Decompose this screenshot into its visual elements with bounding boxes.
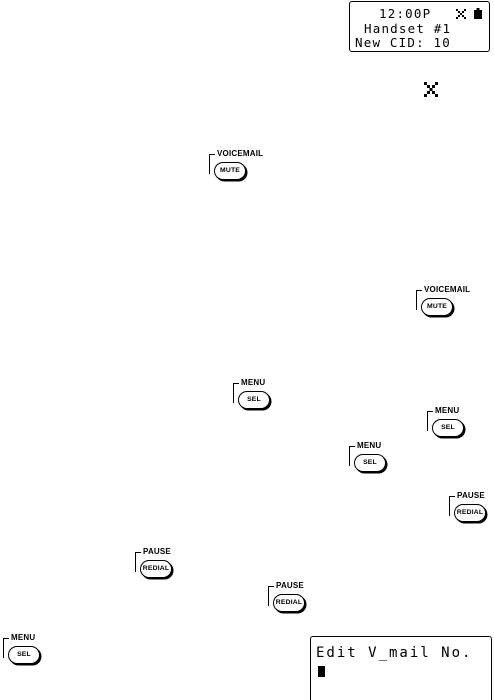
redial-key: PAUSE REDIAL (268, 582, 328, 624)
lcd-display-status: 12:00P Handset #1 New CID: 10 (349, 1, 490, 52)
sel-button: SEL (238, 391, 270, 409)
sel-button: SEL (8, 646, 40, 664)
key-label-menu: MENU (435, 406, 460, 415)
sel-key: MENU SEL (233, 379, 293, 421)
redial-button: REDIAL (454, 504, 486, 522)
key-label-menu: MENU (11, 633, 36, 642)
key-label-pause: PAUSE (143, 547, 171, 556)
mute-key: VOICEMAIL MUTE (209, 150, 269, 192)
display-handset: Handset #1 (364, 21, 452, 36)
voicemail-indicator-icon (424, 82, 438, 97)
redial-button: REDIAL (140, 560, 172, 578)
mute-button: MUTE (421, 298, 453, 316)
key-label-voicemail: VOICEMAIL (424, 285, 471, 294)
redial-button: REDIAL (273, 594, 305, 612)
lcd-display-edit: Edit V_mail No. (310, 636, 492, 700)
key-label-pause: PAUSE (457, 491, 485, 500)
redial-key: PAUSE REDIAL (135, 548, 195, 590)
sel-key: MENU SEL (427, 407, 487, 449)
sel-key: MENU SEL (349, 442, 409, 484)
display-time: 12:00P (379, 6, 432, 21)
mute-button: MUTE (214, 162, 246, 180)
display-edit-title: Edit V_mail No. (316, 645, 473, 661)
sel-button: SEL (354, 454, 386, 472)
key-label-pause: PAUSE (276, 581, 304, 590)
battery-icon (474, 8, 482, 19)
voicemail-icon (456, 9, 466, 19)
key-label-menu: MENU (241, 378, 266, 387)
block-cursor (318, 666, 325, 677)
display-new-cid: New CID: 10 (355, 35, 451, 50)
redial-key: PAUSE REDIAL (449, 492, 494, 534)
mute-key: VOICEMAIL MUTE (416, 286, 476, 328)
key-label-menu: MENU (357, 441, 382, 450)
sel-button: SEL (432, 419, 464, 437)
sel-key: MENU SEL (3, 634, 63, 676)
key-label-voicemail: VOICEMAIL (217, 149, 264, 158)
